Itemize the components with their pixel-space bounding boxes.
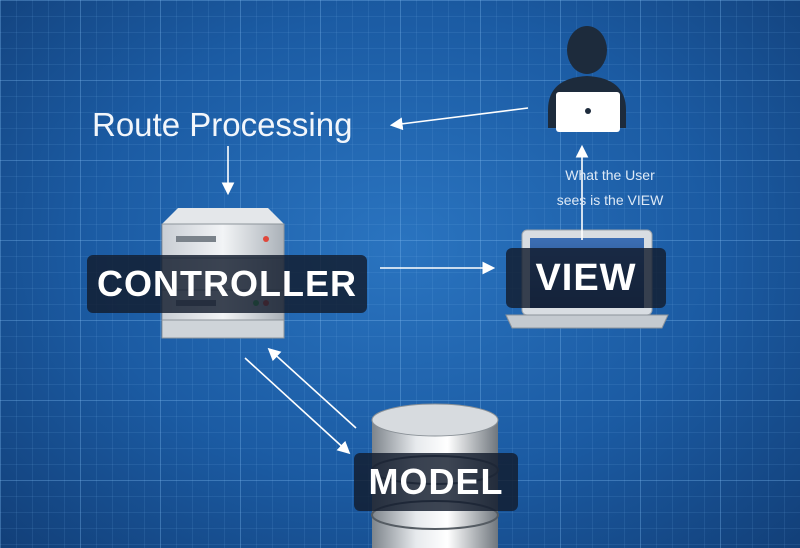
arrow-model-to-controller bbox=[267, 347, 357, 429]
view-label: VIEW bbox=[506, 248, 666, 308]
model-label: MODEL bbox=[354, 453, 518, 511]
route-processing-label: Route Processing bbox=[92, 106, 353, 143]
user-note-line1: What the User bbox=[565, 167, 655, 183]
controller-label: CONTROLLER bbox=[87, 255, 367, 313]
arrows bbox=[221, 107, 589, 455]
user-at-laptop-icon bbox=[548, 26, 626, 132]
arrow-user-to-route bbox=[389, 107, 529, 131]
user-note: What the User sees is the VIEW bbox=[530, 163, 690, 213]
user-note-line2: sees is the VIEW bbox=[556, 192, 664, 208]
arrow-controller-to-model bbox=[244, 357, 351, 455]
